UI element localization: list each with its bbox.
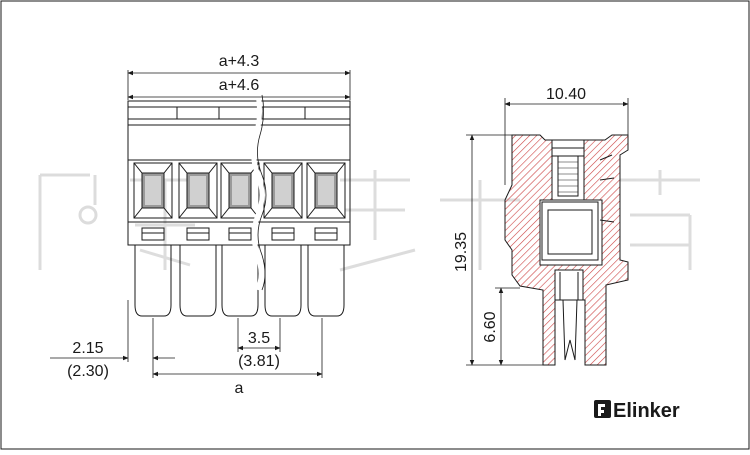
break-line-edge [257, 94, 267, 291]
dim-edge-offset-alt: (2.30) [67, 363, 109, 380]
terminal-cell [263, 162, 303, 241]
front-view [127, 100, 351, 317]
terminal-cell [220, 162, 260, 241]
terminal-cell [133, 162, 173, 241]
dim-pitch-alt: (3.81) [238, 353, 280, 370]
dim-edge-offset: 2.15 [72, 340, 103, 357]
logo-text: Elinker [613, 400, 680, 422]
terminal-cell [178, 162, 218, 241]
elinker-logo: Elinker [594, 400, 680, 422]
side-section-view [504, 134, 629, 366]
dimension-lines-side [466, 98, 629, 366]
terminal-pin [134, 245, 172, 317]
dim-front-width-top: a+4.3 [219, 53, 260, 70]
terminal-pin [264, 245, 302, 317]
dim-side-height: 19.35 [453, 232, 470, 272]
terminal-pin [307, 245, 345, 317]
dim-front-width-bottom: a+4.6 [219, 77, 260, 94]
watermark-graphic [38, 170, 700, 272]
elinker-logo-icon [594, 400, 611, 418]
break-line [250, 94, 265, 291]
dimension-lines-front [50, 70, 351, 378]
dim-span: a [235, 380, 244, 397]
dim-side-pin-height: 6.60 [482, 311, 499, 342]
terminal-pin [179, 245, 217, 317]
dim-side-depth: 10.40 [546, 86, 586, 103]
terminal-cell [306, 162, 346, 241]
terminal-pin [221, 245, 259, 317]
dim-pitch: 3.5 [248, 330, 270, 347]
